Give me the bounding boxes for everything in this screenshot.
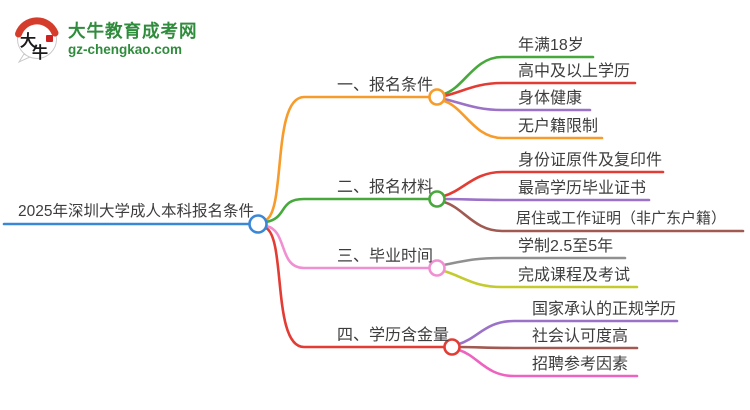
branch3-child2[interactable]: 完成课程及考试: [518, 267, 631, 284]
branch2-child3[interactable]: 居住或工作证明（非广东户籍）: [516, 210, 727, 227]
logo-char-da: 大: [20, 31, 36, 50]
branch2-child2[interactable]: 最高学历毕业证书: [518, 180, 647, 197]
edge-root-branch1: [264, 95, 431, 222]
edge-b1-c4: [442, 99, 604, 140]
branch1-child1[interactable]: 年满18岁: [518, 37, 584, 54]
branch4-child3[interactable]: 招聘参考因素: [532, 356, 629, 373]
branch2-child1[interactable]: 身份证原件及复印件: [518, 152, 663, 169]
branch4-topic[interactable]: 四、学历含金量: [337, 327, 450, 344]
branch2-topic[interactable]: 二、报名材料: [337, 179, 434, 196]
edge-b3-c2: [442, 269, 639, 289]
branch3-child1[interactable]: 学制2.5至5年: [518, 238, 614, 255]
branch4-node-circle: [443, 338, 461, 356]
branch3-node-circle: [428, 259, 446, 277]
edge-b4-c1: [457, 319, 679, 346]
edge-root-branch4: [264, 226, 446, 349]
edge-b2-c2: [442, 197, 651, 202]
branch2-node-circle: [428, 190, 446, 208]
edge-b2-c3: [442, 200, 745, 233]
root-node-circle: [248, 214, 268, 234]
site-logo[interactable]: 大 牛 大牛教育成考网 gz-chengkao.com: [12, 14, 198, 64]
branch4-child2[interactable]: 社会认可度高: [532, 328, 629, 345]
branch3-topic[interactable]: 三、毕业时间: [337, 248, 434, 265]
edge-b3-c1: [442, 256, 627, 267]
branch4-child1[interactable]: 国家承认的正规学历: [532, 301, 677, 318]
branch1-topic[interactable]: 一、报名条件: [337, 77, 434, 94]
logo-char-niu: 牛: [32, 43, 48, 62]
branch1-child3[interactable]: 身体健康: [518, 90, 583, 107]
root-topic[interactable]: 2025年深圳大学成人本科报名条件: [18, 203, 254, 220]
edge-b2-c1: [442, 170, 665, 198]
logo-bull-icon: 大 牛: [15, 17, 59, 64]
edge-b1-c2: [442, 81, 637, 98]
edge-root-branch3: [264, 224, 431, 270]
logo-subtitle: gz-chengkao.com: [68, 42, 183, 57]
branch1-node-circle: [428, 88, 446, 106]
edge-root-branch2: [264, 197, 431, 224]
edge-b1-c3: [442, 97, 592, 112]
logo-title: 大牛教育成考网: [68, 21, 198, 41]
branch1-child4[interactable]: 无户籍限制: [518, 118, 599, 135]
edge-b4-c3: [457, 348, 639, 378]
branch1-child2[interactable]: 高中及以上学历: [518, 63, 631, 80]
edge-b1-c1: [442, 55, 595, 96]
edge-b4-c2: [457, 345, 639, 350]
